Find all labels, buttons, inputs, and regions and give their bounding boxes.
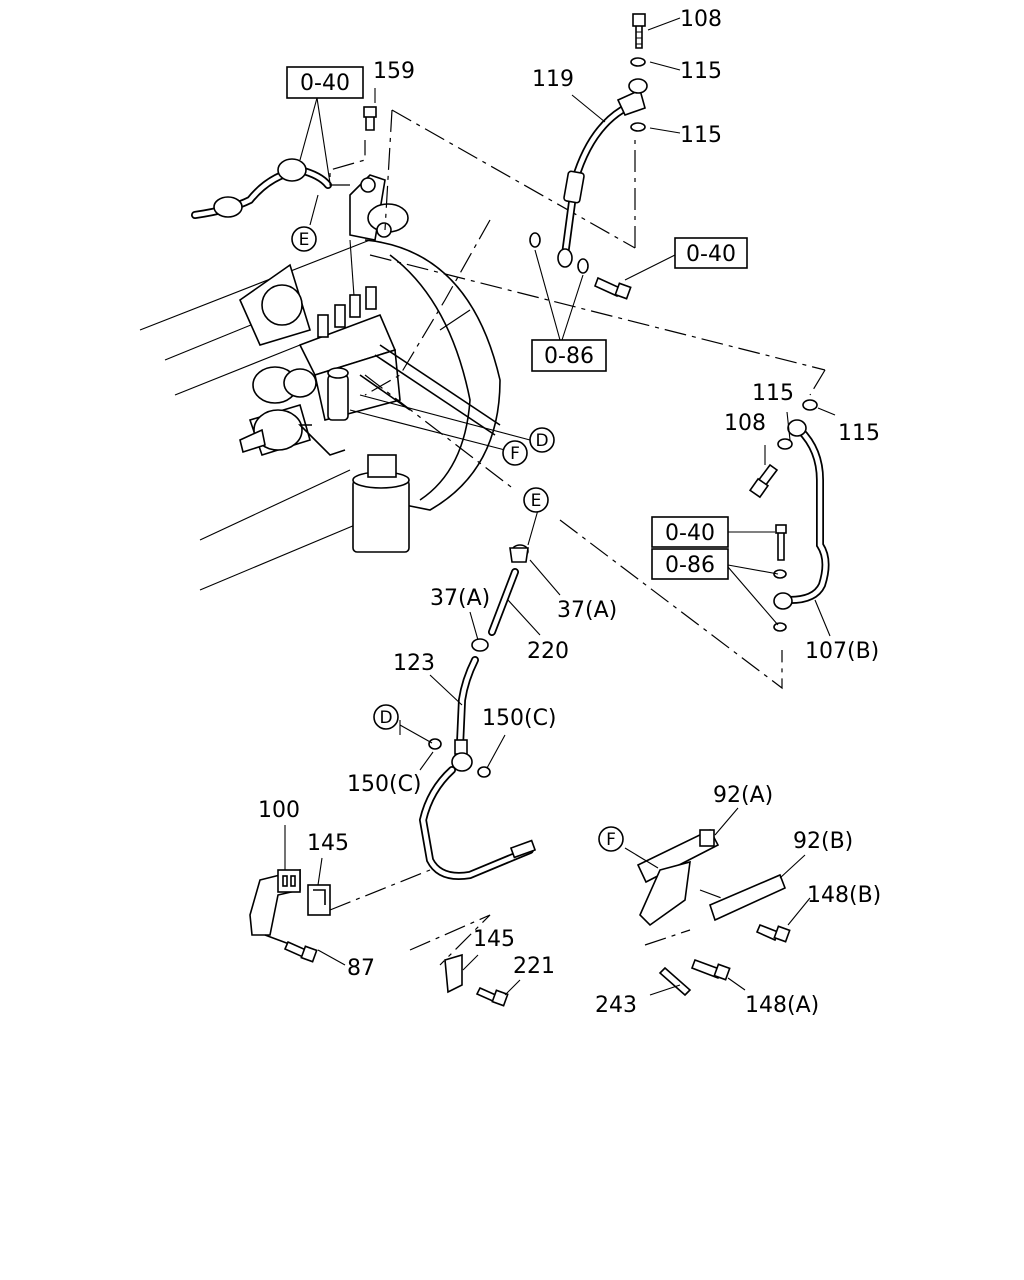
svg-text:D: D [379,708,392,728]
label-37a-right: 37(A) [557,598,617,623]
svg-text:0-40: 0-40 [300,71,350,96]
label-145-b: 145 [473,927,515,952]
label-220: 220 [527,639,569,664]
marker-d-mid: D [529,427,555,453]
pipe-107b [748,399,830,632]
bracket-100 [249,868,331,963]
label-148b: 148(B) [807,883,881,908]
fuel-filter [352,454,410,553]
marker-d-left: D [373,704,399,730]
marker-e-top: E [291,226,317,252]
svg-text:E: E [299,230,310,250]
marker-e-center: E [523,487,549,513]
label-107b: 107(B) [805,639,879,664]
label-92b: 92(B) [793,829,853,854]
ref-box-0-40-mid: 0-40 [674,237,748,269]
engine-block [139,158,501,591]
marker-f-bottom: F [598,826,624,852]
label-87: 87 [347,956,375,981]
svg-text:F: F [510,444,520,464]
label-115-b: 115 [680,123,722,148]
svg-text:0-86: 0-86 [665,553,715,578]
label-37a-left: 37(A) [430,586,490,611]
svg-text:0-86: 0-86 [544,344,594,369]
injector-fittings [317,286,377,338]
ref-box-0-86-mid: 0-86 [531,339,607,372]
svg-text:0-40: 0-40 [686,242,736,267]
leader-lines [329,109,826,966]
svg-text:D: D [535,431,548,451]
clip-145-lower [444,953,509,1007]
label-159: 159 [373,59,415,84]
label-243: 243 [595,993,637,1018]
svg-text:E: E [531,491,542,511]
label-100: 100 [258,798,300,823]
bracket-92 [636,828,791,997]
label-145-a: 145 [307,831,349,856]
label-119: 119 [532,67,574,92]
label-92a: 92(A) [713,783,773,808]
ref-box-0-40-top-left: 0-40 [286,66,364,99]
connection-markers: E D F E D F [291,226,624,852]
svg-text:0-40: 0-40 [665,521,715,546]
label-150c-bottom: 150(C) [347,772,422,797]
ref-box-0-86-right: 0-86 [651,548,729,580]
label-150c-top: 150(C) [482,706,557,731]
ref-box-0-40-right: 0-40 [651,516,729,548]
label-123: 123 [393,651,435,676]
label-115-a: 115 [680,59,722,84]
marker-f-mid: F [502,440,528,466]
svg-text:F: F [606,830,616,850]
hose-220-pipe-123 [418,544,537,880]
label-115-d: 115 [838,421,880,446]
label-leaders [284,17,836,996]
pipe-119 [363,13,648,300]
reference-boxes: 0-40 0-40 0-86 0-40 0-86 [286,66,748,580]
label-221: 221 [513,954,555,979]
label-115-c: 115 [752,381,794,406]
label-148a: 148(A) [745,993,819,1018]
part-labels: 108 115 115 119 159 115 115 108 107(B) 3… [258,7,881,1018]
label-108-top: 108 [680,7,722,32]
label-108-right: 108 [724,411,766,436]
